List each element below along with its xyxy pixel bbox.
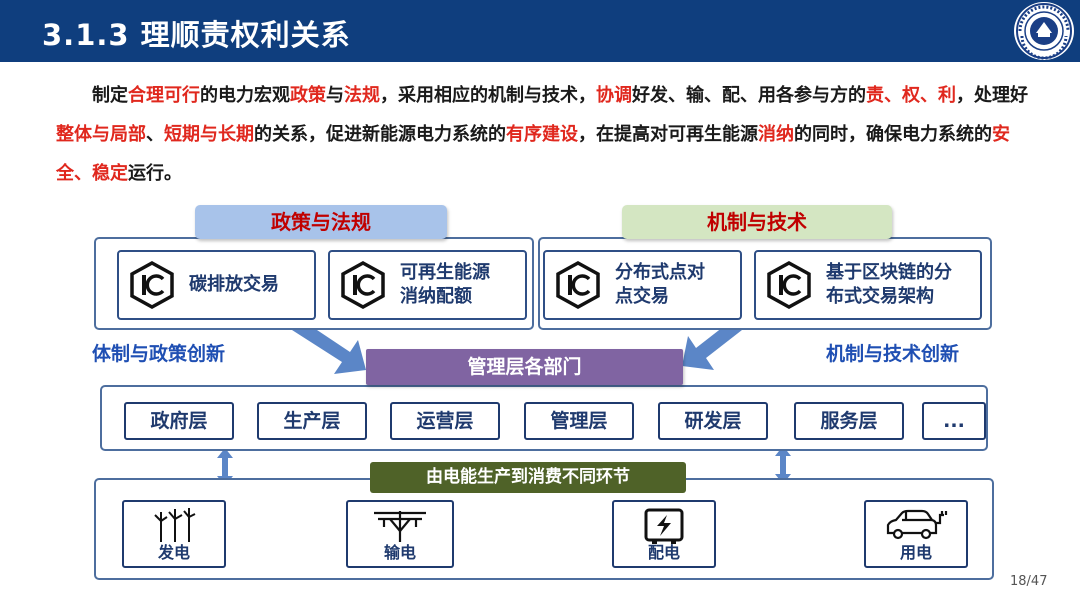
stage-label: 发电 [157,543,190,562]
stage-consumption: 用电 [864,500,968,568]
highlight-text: 法规 [344,85,380,106]
card-label: 基于区块链的分 布式交易架构 [826,262,952,307]
card-label: 可再生能源 消纳配额 [400,262,490,307]
mechanism-innovation-label: 机制与技术创新 [826,343,960,365]
stage-generation: 发电 [122,500,226,568]
distribution-box-icon [644,508,684,544]
mechanism-tag: 机制与技术 [622,205,892,239]
card-carbon-trading: 碳排放交易 [117,250,316,320]
ic-hexagon-icon [556,261,600,309]
body-text: 的同时，确保电力系统的 [794,124,992,145]
body-text: 好发、输、配、用各参与方的 [632,85,866,106]
layer-management: 管理层 [524,402,634,440]
layer-operation: 运营层 [390,402,500,440]
highlight-text: 责、权、利 [866,85,956,106]
arrow-mechanism-to-management [682,320,742,370]
wind-turbine-icon [154,508,196,542]
card-label: 碳排放交易 [189,274,279,295]
page-title: 3.1.3 理顺责权利关系 [42,18,351,52]
ic-hexagon-icon [767,261,811,309]
stage-label: 配电 [647,543,680,562]
layer-government: 政府层 [124,402,234,440]
management-title: 管理层各部门 [366,349,683,385]
card-label: 分布式点对 点交易 [615,262,705,307]
body-text: 、 [146,124,164,145]
chain-panel [94,478,994,580]
body-text: 制定 [92,85,128,106]
layer-service: 服务层 [794,402,904,440]
card-blockchain-architecture: 基于区块链的分 布式交易架构 [754,250,982,320]
card-renewable-quota: 可再生能源 消纳配额 [328,250,527,320]
ic-hexagon-icon [130,261,174,309]
stage-label: 用电 [899,543,932,562]
chain-title: 由电能生产到消费不同环节 [370,462,686,493]
policy-innovation-label: 体制与政策创新 [92,343,226,365]
body-text: 的关系，促进新能源电力系统的 [254,124,506,145]
page-number: 18/47 [1010,574,1048,589]
body-text: 运行。 [128,163,182,184]
stage-transmission: 输电 [346,500,454,568]
highlight-text: 有序建设 [506,124,578,145]
title-bar: 3.1.3 理顺责权利关系 [0,0,1080,62]
power-line-icon [374,511,426,542]
electric-car-icon [886,509,948,540]
ic-hexagon-icon [341,261,385,309]
layer-more: ... [922,402,986,440]
highlight-text: 短期与长期 [164,124,254,145]
arrow-policy-to-management [292,320,366,374]
stage-distribution: 配电 [612,500,716,568]
stage-label: 输电 [383,543,416,562]
intro-paragraph: 制定合理可行的电力宏观政策与法规，采用相应的机制与技术，协调好发、输、配、用各参… [56,76,1036,193]
body-text: 与 [326,85,344,106]
body-text: ，采用相应的机制与技术， [380,85,596,106]
card-p2p-trading: 分布式点对 点交易 [543,250,742,320]
body-text: ，在提高对可再生能源 [578,124,758,145]
body-text: ，处理好 [956,85,1028,106]
highlight-text: 安全、稳定 [56,124,1010,184]
body-text: 的电力宏观 [200,85,290,106]
layer-production: 生产层 [257,402,367,440]
highlight-text: 政策 [290,85,326,106]
highlight-text: 合理可行 [128,85,200,106]
layer-rnd: 研发层 [658,402,768,440]
highlight-text: 整体与局部 [56,124,146,145]
university-logo [1014,2,1074,60]
highlight-text: 协调 [596,85,632,106]
policy-tag: 政策与法规 [195,205,447,239]
highlight-text: 消纳 [758,124,794,145]
